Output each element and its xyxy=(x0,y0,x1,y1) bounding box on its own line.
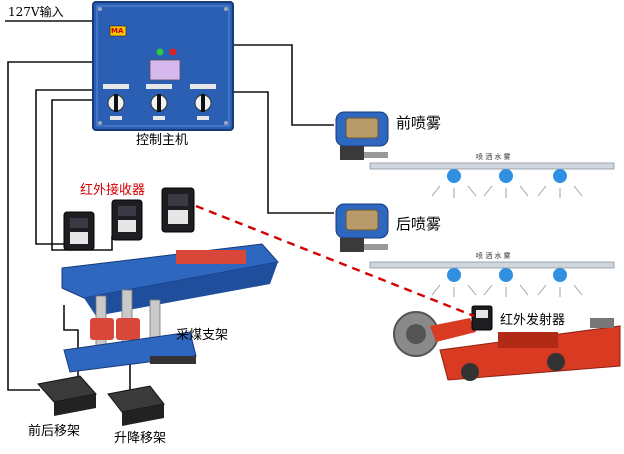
lift-move-label: 升降移架 xyxy=(114,431,167,446)
receiver-wire xyxy=(51,99,113,251)
rear-spray-label: 后喷雾 xyxy=(396,215,442,233)
left-loop-wire xyxy=(7,61,93,391)
ir-receiver-1 xyxy=(63,211,95,251)
ir-receiver-2 xyxy=(111,199,143,241)
front-spray-label: 前喷雾 xyxy=(396,114,442,132)
front-spray-wire xyxy=(233,44,334,126)
rear-spray-valve xyxy=(335,203,389,252)
selector-knob-icon xyxy=(107,94,125,112)
green-lamp-icon xyxy=(156,48,164,56)
ir-emitter xyxy=(471,305,493,331)
ma-badge-text: MA xyxy=(111,27,124,35)
selector-knob-icon xyxy=(150,94,168,112)
display-screen xyxy=(149,59,181,81)
ir-link-line xyxy=(195,204,475,318)
selector-knob-icon xyxy=(194,94,212,112)
input-label: 127V输入 xyxy=(8,5,64,19)
ir-receiver-3 xyxy=(161,187,195,233)
wires xyxy=(5,20,334,392)
lift-controller xyxy=(107,385,165,426)
front-rear-move-label: 前后移架 xyxy=(28,424,81,439)
red-lamp-icon xyxy=(169,48,177,56)
hydraulic-support xyxy=(61,243,279,373)
ma-badge xyxy=(109,25,127,37)
front-rear-controller xyxy=(37,375,97,416)
support-label: 采煤支架 xyxy=(176,328,229,343)
front-spray-pipe xyxy=(369,162,615,198)
control-host-label: 控制主机 xyxy=(136,133,189,148)
front-spray-valve xyxy=(335,111,389,160)
left-inner-wire xyxy=(35,89,93,245)
ir-emitter-label: 红外发射器 xyxy=(500,313,566,328)
rear-pipe-text: 喷 洒 水 雾 xyxy=(476,252,511,260)
front-pipe-text: 喷 洒 水 雾 xyxy=(476,153,511,161)
rear-spray-pipe xyxy=(369,261,615,297)
ir-receiver-label: 红外接收器 xyxy=(80,183,146,198)
control-host-cabinet xyxy=(92,1,234,131)
shearer-machine xyxy=(393,311,621,381)
rear-spray-wire xyxy=(233,91,334,214)
